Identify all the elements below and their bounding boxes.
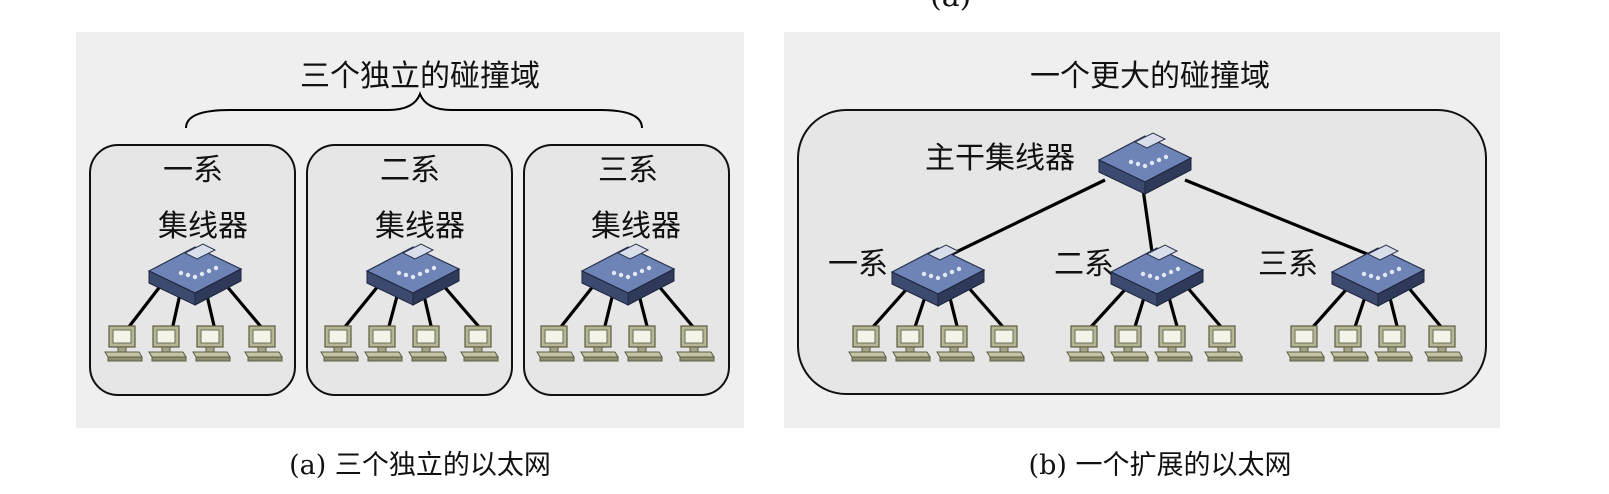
backbone-hub-label: 主干集线器 (925, 141, 1075, 176)
top-partial-text: (a) (930, 0, 971, 14)
department-name-2: 二系 (380, 153, 440, 188)
department-name-1: 一系 (163, 153, 223, 188)
b-department-name-1: 一系 (828, 247, 888, 282)
larger-collision-domain-box (797, 109, 1487, 395)
brace-label: 三个独立的碰撞域 (300, 59, 540, 94)
collision-domain-brace (185, 91, 643, 129)
hub-label-3: 集线器 (591, 209, 681, 244)
b-department-name-3: 三系 (1258, 247, 1318, 282)
caption-a: (a) 三个独立的以太网 (289, 450, 551, 481)
caption-b: (b) 一个扩展的以太网 (1029, 450, 1292, 481)
department-name-3: 三系 (598, 153, 658, 188)
hub-label-2: 集线器 (375, 209, 465, 244)
domain-label: 一个更大的碰撞域 (1030, 59, 1270, 94)
hub-label-1: 集线器 (158, 209, 248, 244)
b-department-name-2: 二系 (1054, 247, 1114, 282)
